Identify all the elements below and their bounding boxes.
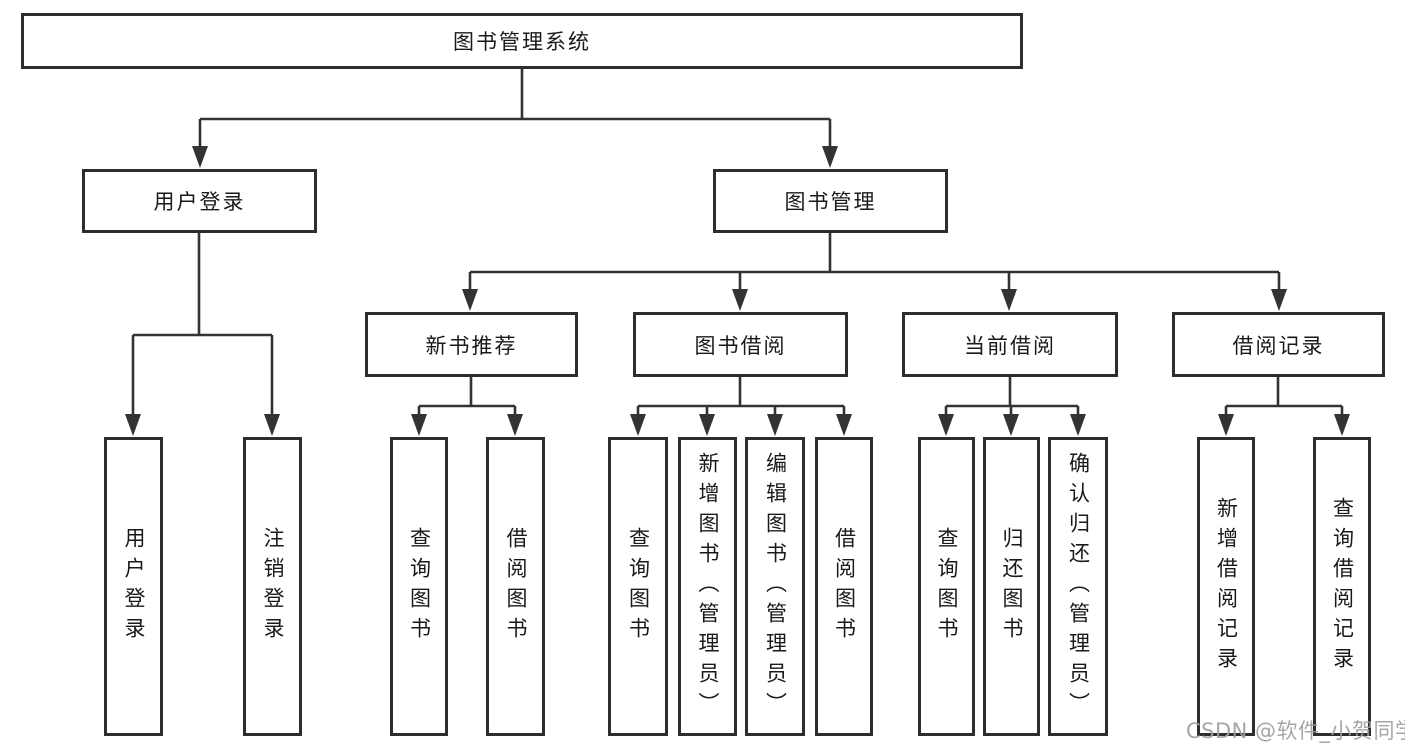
leaf-current-return-books-label: 归还图书: [1000, 526, 1024, 647]
leaf-current-confirm-return-admin: 确认归还（管理员）: [1048, 437, 1108, 736]
leaf-borrowing-borrow-books-label: 借阅图书: [832, 526, 857, 647]
node-book-management: 图书管理: [713, 169, 948, 233]
leaf-records-add-record: 新增借阅记录: [1197, 437, 1255, 736]
leaf-records-query-record-label: 查询借阅记录: [1330, 496, 1355, 677]
node-borrow-records: 借阅记录: [1172, 312, 1385, 377]
leaf-current-confirm-return-admin-label: 确认归还（管理员）: [1066, 451, 1091, 722]
leaf-borrowing-add-books-admin: 新增图书（管理员）: [678, 437, 737, 736]
leaf-borrowing-edit-books-admin-label: 编辑图书（管理员）: [763, 451, 788, 722]
node-user-login-label: 用户登录: [153, 190, 246, 214]
node-current-borrowing: 当前借阅: [902, 312, 1118, 377]
leaf-borrowing-edit-books-admin: 编辑图书（管理员）: [745, 437, 805, 736]
leaf-borrowing-borrow-books: 借阅图书: [815, 437, 873, 736]
node-current-borrowing-label: 当前借阅: [964, 333, 1056, 358]
leaf-records-query-record: 查询借阅记录: [1313, 437, 1371, 736]
leaf-newbook-borrow-books-label: 借阅图书: [504, 526, 528, 647]
leaf-newbook-borrow-books: 借阅图书: [486, 437, 545, 736]
leaf-newbook-query-books: 查询图书: [390, 437, 448, 736]
leaf-user-login-label: 用户登录: [122, 526, 146, 647]
leaf-borrowing-query-books-label: 查询图书: [626, 526, 651, 647]
leaf-logout: 注销登录: [243, 437, 302, 736]
csdn-watermark: CSDN @软件_小贺同学: [1186, 719, 1405, 743]
leaf-records-add-record-label: 新增借阅记录: [1214, 496, 1239, 677]
node-book-borrowing: 图书借阅: [633, 312, 848, 377]
leaf-current-query-books: 查询图书: [918, 437, 975, 736]
node-user-login: 用户登录: [82, 169, 317, 233]
node-book-borrowing-label: 图书借阅: [694, 333, 787, 358]
leaf-logout-label: 注销登录: [261, 526, 285, 647]
node-new-book-recommend: 新书推荐: [365, 312, 578, 377]
node-book-management-label: 图书管理: [784, 190, 877, 214]
leaf-current-query-books-label: 查询图书: [935, 526, 959, 647]
node-new-book-recommend-label: 新书推荐: [425, 333, 518, 358]
leaf-borrowing-add-books-admin-label: 新增图书（管理员）: [696, 451, 720, 722]
node-borrow-records-label: 借阅记录: [1232, 333, 1325, 358]
node-root-system: 图书管理系统: [21, 13, 1023, 69]
leaf-newbook-query-books-label: 查询图书: [407, 526, 432, 647]
leaf-user-login: 用户登录: [104, 437, 163, 736]
node-root-system-label: 图书管理系统: [453, 30, 591, 54]
leaf-current-return-books: 归还图书: [983, 437, 1040, 736]
leaf-borrowing-query-books: 查询图书: [608, 437, 668, 736]
